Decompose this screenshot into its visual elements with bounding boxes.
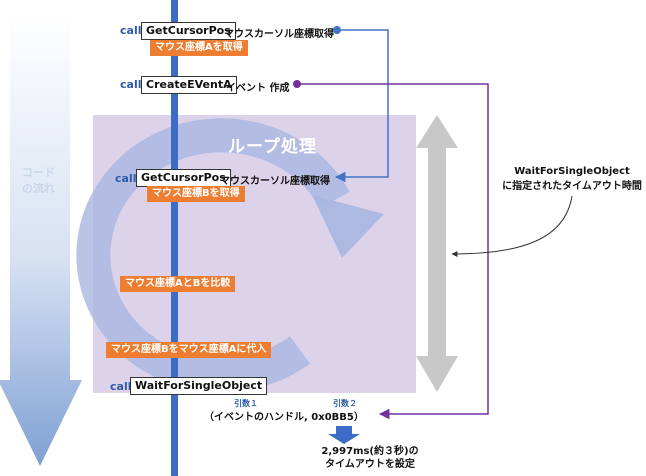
timeout-result-line1: 2,997ms(約３秒)の <box>321 446 419 457</box>
arg2-label: 引数２ <box>333 399 357 408</box>
timeout-note-line2: に指定されたタイムアウト時間 <box>502 181 642 192</box>
call-keyword: call <box>120 78 142 91</box>
function-description: マウスカーソル座標取得 <box>220 176 330 187</box>
timeout-span-arrow <box>416 115 458 392</box>
wait-arguments: （イベントのハンドル, 0x0BB5） <box>204 412 364 423</box>
function-description: イベント 作成 <box>226 83 290 94</box>
loop-circle-arrow <box>76 118 350 393</box>
call-keyword: call <box>120 24 142 37</box>
step-tag: マウス座標Bを取得 <box>147 186 245 202</box>
purple-connector-start <box>293 80 301 88</box>
function-wait-for-single-object: WaitForSingleObject <box>130 377 268 395</box>
timeout-note: WaitForSingleObject に指定されたタイムアウト時間 <box>502 164 642 194</box>
step-tag: マウス座標Bをマウス座標Aに代入 <box>106 342 272 358</box>
blue-connector-start <box>333 26 341 34</box>
function-get-cursor-pos: GetCursorPos <box>141 22 236 40</box>
code-line <box>171 0 178 476</box>
step-tag: マウス座標AとBを比較 <box>120 276 236 292</box>
purple-connector <box>301 83 489 420</box>
timeout-result: 2,997ms(約３秒)の タイムアウトを設定 <box>300 445 440 471</box>
function-get-cursor-pos: GetCursorPos <box>136 169 231 187</box>
timeout-note-line1: WaitForSingleObject <box>514 166 630 177</box>
code-flow-label: コードの流れ <box>22 166 55 195</box>
call-keyword: call <box>110 380 132 393</box>
function-create-event-a: CreateEVentA <box>141 76 237 94</box>
loop-circle-arrowhead <box>312 195 384 258</box>
blue-connector <box>334 29 389 183</box>
function-description: マウスカーソル座標取得 <box>224 29 334 40</box>
loop-title: ループ処理 <box>228 137 317 157</box>
code-flow-arrow <box>0 12 82 466</box>
timeout-result-line2: タイムアウトを設定 <box>325 459 415 470</box>
arg1-label: 引数１ <box>234 399 258 408</box>
step-tag: マウス座標Aを取得 <box>150 40 248 56</box>
note-arrow <box>451 195 573 257</box>
result-arrow <box>328 426 360 444</box>
call-keyword: call <box>115 172 137 185</box>
